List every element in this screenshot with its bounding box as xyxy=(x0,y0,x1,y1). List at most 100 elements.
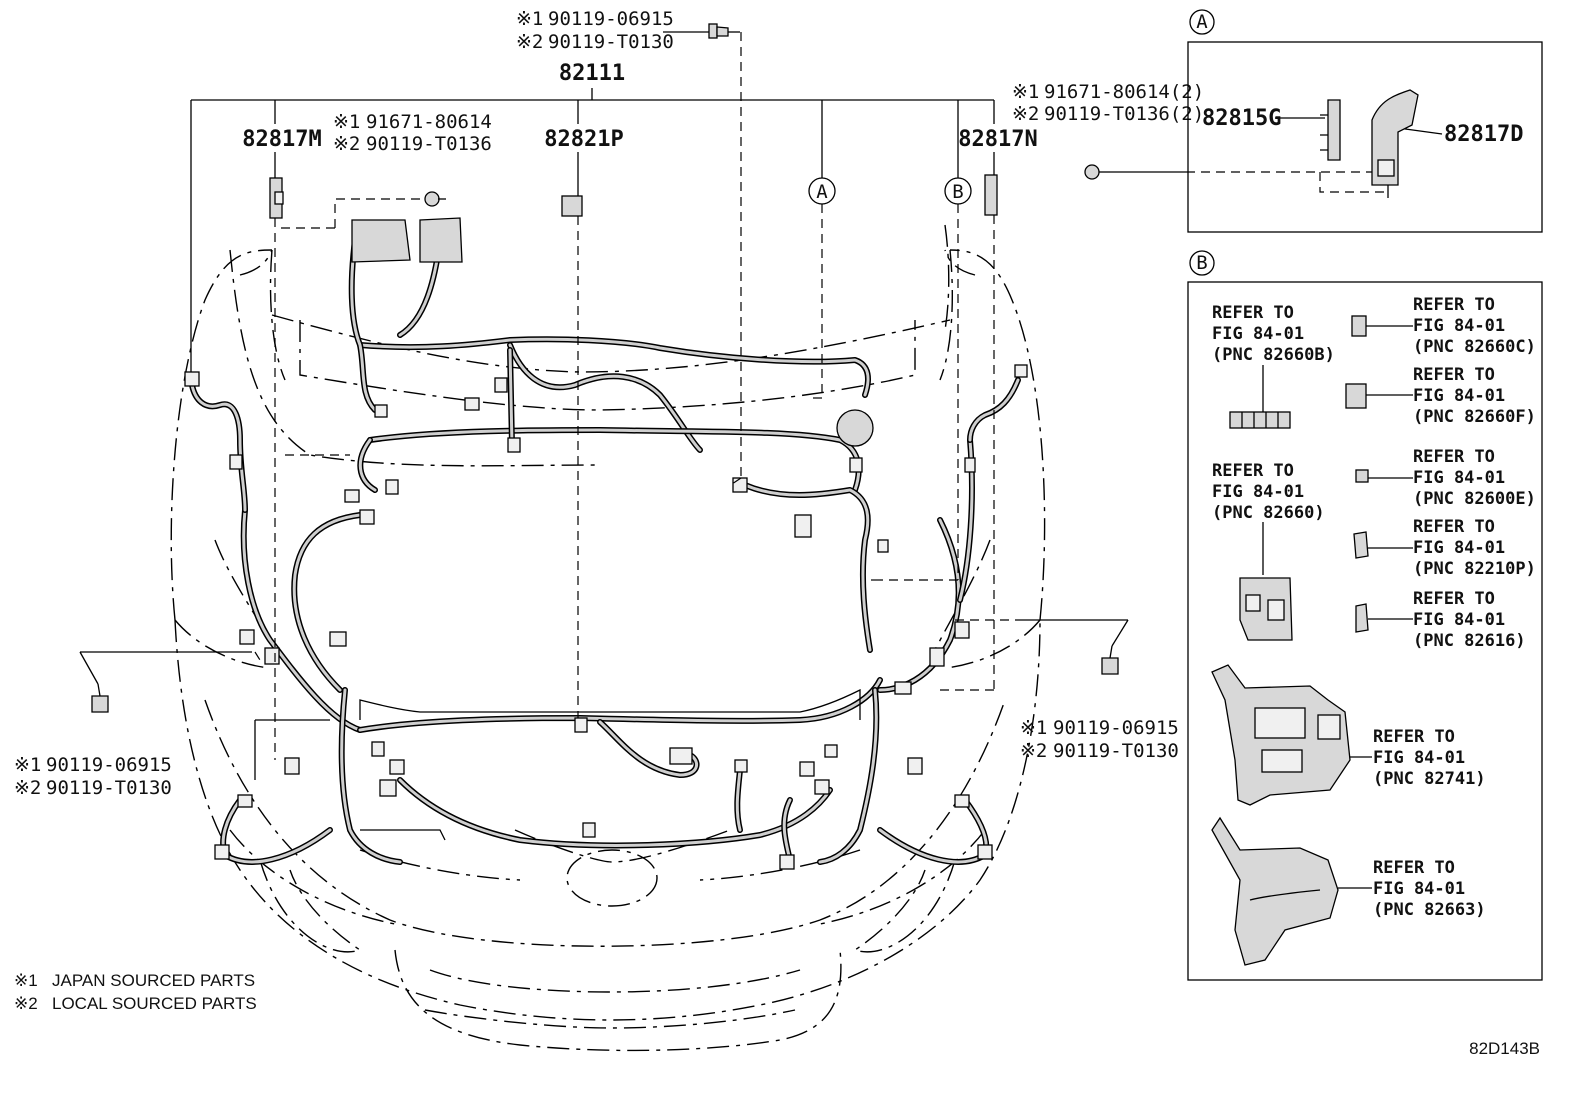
svg-text:90119-T0136(2): 90119-T0136(2) xyxy=(1044,103,1204,125)
svg-text:REFER TO: REFER TO xyxy=(1413,589,1495,609)
svg-text:FIG 84-01: FIG 84-01 xyxy=(1413,316,1505,336)
bracket-82815g xyxy=(1320,99,1341,161)
junction-block-82741-icon xyxy=(1211,664,1351,806)
svg-text:A: A xyxy=(1196,11,1208,33)
callout-b: B xyxy=(944,177,972,205)
engine-wire-harness xyxy=(189,237,1021,865)
bracket-82817d xyxy=(1371,89,1419,198)
main-harness-label: 82111 xyxy=(559,61,625,86)
svg-text:※2: ※2 xyxy=(14,777,41,799)
svg-text:FIG 84-01: FIG 84-01 xyxy=(1212,324,1304,344)
svg-text:91671-80614(2): 91671-80614(2) xyxy=(1044,81,1204,103)
detail-a-callout: A xyxy=(1189,9,1215,35)
refer-82600e: REFER TO FIG 84-01 (PNC 82600E) xyxy=(1413,447,1536,509)
svg-text:FIG 84-01: FIG 84-01 xyxy=(1413,538,1505,558)
svg-text:REFER TO: REFER TO xyxy=(1373,727,1455,747)
svg-text:LOCAL SOURCED PARTS: LOCAL SOURCED PARTS xyxy=(52,994,257,1013)
svg-text:(PNC 82660): (PNC 82660) xyxy=(1212,503,1325,523)
svg-text:※2: ※2 xyxy=(1020,740,1047,762)
svg-text:FIG 84-01: FIG 84-01 xyxy=(1413,386,1505,406)
relay-block-82660-icon xyxy=(1239,577,1293,641)
part-82817d-label: 82817D xyxy=(1444,122,1523,147)
svg-text:(PNC 82660B): (PNC 82660B) xyxy=(1212,345,1335,365)
connector-82616-icon xyxy=(1355,603,1369,633)
connector-82660b-icon xyxy=(1229,411,1291,429)
left-bolt-label: ※1 90119-06915 ※2 90119-T0130 xyxy=(14,754,172,799)
svg-text:REFER TO: REFER TO xyxy=(1413,447,1495,467)
dashed-guides xyxy=(254,32,1385,760)
svg-text:FIG 84-01: FIG 84-01 xyxy=(1373,879,1465,899)
svg-text:B: B xyxy=(1196,252,1207,274)
svg-text:※1: ※1 xyxy=(1012,81,1039,103)
refer-82660c: REFER TO FIG 84-01 (PNC 82660C) xyxy=(1413,295,1536,357)
svg-text:※1: ※1 xyxy=(14,754,41,776)
svg-text:B: B xyxy=(952,181,963,203)
detail-b-panel xyxy=(1187,281,1543,981)
svg-text:FIG 84-01: FIG 84-01 xyxy=(1413,610,1505,630)
top-bolt-icon xyxy=(708,23,740,39)
svg-text:※2: ※2 xyxy=(14,994,38,1013)
svg-text:※1: ※1 xyxy=(1020,717,1047,739)
svg-text:※2: ※2 xyxy=(1012,103,1039,125)
svg-text:REFER TO: REFER TO xyxy=(1212,303,1294,323)
svg-text:※1: ※1 xyxy=(333,111,360,133)
svg-text:90119-T0130: 90119-T0130 xyxy=(46,777,172,799)
svg-text:(PNC 82210P): (PNC 82210P) xyxy=(1413,559,1536,579)
detail-a-panel xyxy=(1187,41,1543,233)
connector-82210p-icon xyxy=(1353,531,1369,559)
svg-text:REFER TO: REFER TO xyxy=(1212,461,1294,481)
svg-text:90119-06915: 90119-06915 xyxy=(1053,717,1179,739)
left-bolt-icon xyxy=(91,683,109,713)
detail-b-callout: B xyxy=(1189,250,1215,276)
connector-82660f-icon xyxy=(1345,383,1367,409)
side-screw-icon xyxy=(1084,164,1110,180)
vehicle-body-outline xyxy=(170,224,1046,1052)
svg-text:(PNC 82660F): (PNC 82660F) xyxy=(1413,407,1536,427)
refer-82660b: REFER TO FIG 84-01 (PNC 82660B) xyxy=(1212,303,1335,365)
refer-82210p: REFER TO FIG 84-01 (PNC 82210P) xyxy=(1413,517,1536,579)
refer-82741: REFER TO FIG 84-01 (PNC 82741) xyxy=(1373,727,1486,789)
svg-text:90119-06915: 90119-06915 xyxy=(548,8,674,30)
screw-icon xyxy=(424,191,446,207)
clip-82817m xyxy=(269,177,284,219)
svg-text:※1: ※1 xyxy=(516,8,543,30)
svg-text:REFER TO: REFER TO xyxy=(1373,858,1455,878)
clip-82817n-label: 82817N xyxy=(958,127,1037,152)
svg-text:※1: ※1 xyxy=(14,971,38,990)
connector-82660c-icon xyxy=(1351,315,1367,337)
svg-text:REFER TO: REFER TO xyxy=(1413,295,1495,315)
svg-text:(PNC 82663): (PNC 82663) xyxy=(1373,900,1486,920)
right-bolt-icon xyxy=(1101,645,1119,675)
svg-text:(PNC 82616): (PNC 82616) xyxy=(1413,631,1526,651)
clip-82817n xyxy=(984,174,998,216)
svg-text:90119-T0130: 90119-T0130 xyxy=(1053,740,1179,762)
part-82815g-label: 82815G xyxy=(1202,106,1281,131)
svg-text:FIG 84-01: FIG 84-01 xyxy=(1212,482,1304,502)
leader-lines xyxy=(79,31,1443,889)
svg-text:90119-06915: 90119-06915 xyxy=(46,754,172,776)
svg-text:FIG 84-01: FIG 84-01 xyxy=(1413,468,1505,488)
callout-a: A xyxy=(808,177,836,205)
svg-text:A: A xyxy=(816,181,828,203)
svg-text:90119-T0130: 90119-T0130 xyxy=(548,31,674,53)
svg-text:(PNC 82741): (PNC 82741) xyxy=(1373,769,1486,789)
diagram-code: 82D143B xyxy=(1469,1039,1540,1058)
engine-cover-outline xyxy=(254,688,861,841)
top-bolt-label: ※1 90119-06915 ※2 90119-T0130 xyxy=(516,8,674,53)
svg-text:(PNC 82600E): (PNC 82600E) xyxy=(1413,489,1536,509)
svg-text:(PNC 82660C): (PNC 82660C) xyxy=(1413,337,1536,357)
refer-82663: REFER TO FIG 84-01 (PNC 82663) xyxy=(1373,858,1486,920)
svg-text:※2: ※2 xyxy=(333,133,360,155)
svg-text:91671-80614: 91671-80614 xyxy=(366,111,492,133)
legend: ※1 JAPAN SOURCED PARTS ※2 LOCAL SOURCED … xyxy=(14,971,257,1013)
svg-text:※2: ※2 xyxy=(516,31,543,53)
svg-text:FIG 84-01: FIG 84-01 xyxy=(1373,748,1465,768)
refer-82660: REFER TO FIG 84-01 (PNC 82660) xyxy=(1212,461,1325,523)
clip-82817m-label: 82817M xyxy=(242,127,321,152)
refer-82616: REFER TO FIG 84-01 (PNC 82616) xyxy=(1413,589,1526,651)
right-screw-label: ※1 91671-80614(2) ※2 90119-T0136(2) xyxy=(1012,81,1204,125)
right-bolt-label: ※1 90119-06915 ※2 90119-T0130 xyxy=(1020,717,1179,762)
connector-82600e-icon xyxy=(1355,469,1369,483)
left-screw-label: ※1 91671-80614 ※2 90119-T0136 xyxy=(333,111,492,155)
